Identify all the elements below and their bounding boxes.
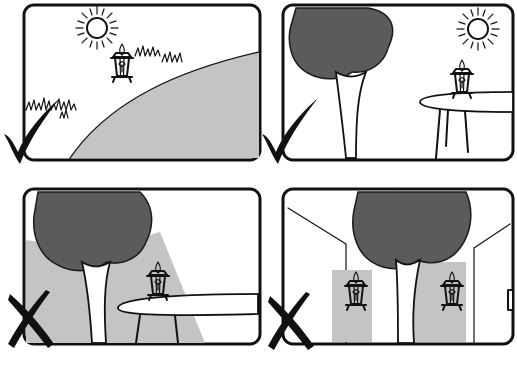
panel-indoor-shade xyxy=(268,189,513,350)
panel-sunny-path xyxy=(4,5,260,164)
panel-sunny-table xyxy=(262,5,513,164)
window-frame xyxy=(508,290,513,310)
panel-shaded-table xyxy=(8,189,260,348)
